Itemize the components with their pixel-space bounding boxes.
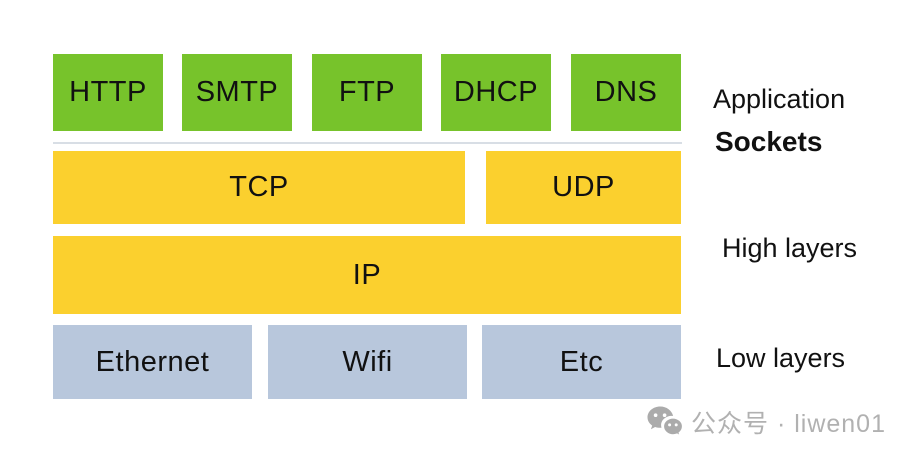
protocol-box-udp: UDP bbox=[486, 151, 681, 224]
watermark: 公众号 · liwen01 bbox=[646, 404, 886, 440]
wechat-icon bbox=[647, 406, 684, 438]
label-application: Application bbox=[713, 84, 846, 114]
label-high-layers: High layers bbox=[722, 233, 858, 263]
protocol-box-dns: DNS bbox=[571, 54, 681, 131]
label-low-layers: Low layers bbox=[716, 343, 846, 373]
watermark-text: 公众号 · liwen01 bbox=[691, 410, 886, 438]
protocol-box-ftp: FTP bbox=[312, 54, 422, 131]
link-box-wifi: Wifi bbox=[268, 325, 467, 399]
protocol-box-ip: IP bbox=[53, 236, 681, 314]
link-box-ethernet: Ethernet bbox=[53, 325, 252, 399]
protocol-box-tcp: TCP bbox=[53, 151, 465, 224]
sockets-separator-line bbox=[53, 142, 682, 144]
protocol-box-http: HTTP bbox=[53, 54, 163, 131]
protocol-box-smtp: SMTP bbox=[182, 54, 292, 131]
protocol-box-dhcp: DHCP bbox=[441, 54, 551, 131]
link-box-etc: Etc bbox=[482, 325, 681, 399]
label-sockets: Sockets bbox=[715, 126, 823, 157]
